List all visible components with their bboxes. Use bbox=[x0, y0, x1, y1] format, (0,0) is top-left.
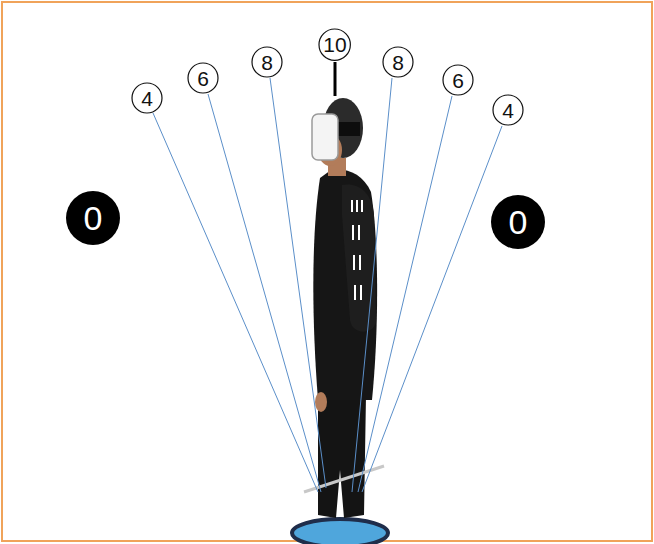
score-number: 6 bbox=[452, 70, 464, 91]
person-legs bbox=[318, 395, 366, 518]
circle-shape bbox=[491, 195, 545, 249]
circle-shape bbox=[319, 29, 350, 60]
angle-lines bbox=[153, 78, 502, 492]
circle-shape bbox=[132, 83, 162, 113]
platform bbox=[292, 519, 388, 544]
score-number: 10 bbox=[323, 34, 346, 55]
person-torso bbox=[313, 169, 377, 400]
angle-score-circle: 6 bbox=[442, 64, 474, 96]
circle-shape bbox=[383, 47, 413, 77]
circle-shape bbox=[443, 65, 473, 95]
vr-headset bbox=[312, 114, 338, 160]
angle-score-circle: 10 bbox=[318, 28, 351, 61]
score-number: 0 bbox=[84, 201, 103, 235]
person-hand bbox=[315, 392, 327, 412]
score-number: 4 bbox=[141, 88, 153, 109]
score-number: 8 bbox=[392, 52, 404, 73]
score-number: 4 bbox=[502, 100, 514, 121]
angle-score-circle: 6 bbox=[187, 62, 219, 94]
score-number: 8 bbox=[261, 52, 273, 73]
circle-shape bbox=[66, 191, 120, 245]
vertical-marker bbox=[334, 62, 337, 96]
person-arm bbox=[342, 184, 376, 331]
circle-shape bbox=[493, 95, 523, 125]
angle-score-circle: 8 bbox=[251, 46, 283, 78]
zero-score-disc: 0 bbox=[491, 195, 545, 249]
circle-shape bbox=[252, 47, 282, 77]
sleeve-stripes bbox=[352, 200, 362, 300]
angle-score-circle: 4 bbox=[131, 82, 163, 114]
circle-shape bbox=[188, 63, 218, 93]
angle-score-circle: 4 bbox=[492, 94, 524, 126]
score-number: 6 bbox=[197, 68, 209, 89]
zero-score-disc: 0 bbox=[66, 191, 120, 245]
angle-score-circle: 8 bbox=[382, 46, 414, 78]
score-number: 0 bbox=[509, 205, 528, 239]
